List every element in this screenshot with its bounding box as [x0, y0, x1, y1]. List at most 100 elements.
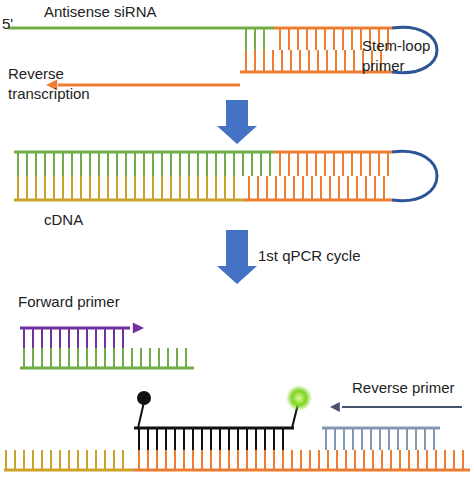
- base-pair-tick: [237, 428, 239, 450]
- base-pair-tick: [360, 152, 362, 176]
- base-pair-tick: [306, 28, 308, 50]
- base-pair-tick: [71, 152, 73, 176]
- base-pair-tick: [77, 450, 79, 470]
- base-pair-tick: [324, 28, 326, 50]
- base-pair-tick: [343, 428, 345, 450]
- base-pair-tick: [17, 152, 19, 176]
- base-pair-tick: [104, 450, 106, 470]
- base-pair-tick: [185, 348, 187, 368]
- base-pair-tick: [308, 50, 310, 72]
- base-pair-tick: [248, 176, 250, 200]
- base-pair-tick: [324, 152, 326, 176]
- fluorophore: [286, 385, 312, 411]
- strand-label: Antisense siRNA: [44, 2, 184, 22]
- base-pair-tick: [80, 176, 82, 200]
- base-pair-tick: [370, 428, 372, 450]
- base-pair-tick: [161, 176, 163, 200]
- base-pair-tick: [95, 450, 97, 470]
- base-pair-tick: [170, 152, 172, 176]
- base-pair-tick: [327, 450, 329, 470]
- base-pair-tick: [351, 28, 353, 50]
- base-pair-tick: [351, 152, 353, 176]
- base-pair-tick: [315, 152, 317, 176]
- base-pair-tick: [62, 176, 64, 200]
- base-pair-tick: [113, 348, 115, 368]
- base-pair-tick: [347, 176, 349, 200]
- dna-strand: [20, 367, 194, 370]
- base-pair-tick: [140, 348, 142, 368]
- base-pair-tick: [86, 348, 88, 368]
- primer-label: Stem-loop primer: [362, 36, 474, 76]
- base-pair-tick: [360, 28, 362, 50]
- base-pair-tick: [206, 176, 208, 200]
- step-label: Reverse transcription: [8, 64, 104, 104]
- base-pair-tick: [176, 348, 178, 368]
- base-pair-tick: [242, 152, 244, 176]
- base-pair-tick: [397, 428, 399, 450]
- base-pair-tick: [98, 152, 100, 176]
- base-pair-tick: [255, 428, 257, 450]
- base-pair-tick: [390, 450, 392, 470]
- base-pair-tick: [293, 176, 295, 200]
- dna-strand: [8, 27, 274, 30]
- base-pair-tick: [344, 50, 346, 72]
- base-pair-tick: [35, 152, 37, 176]
- dna-strand: [14, 199, 244, 202]
- base-pair-tick: [453, 450, 455, 470]
- step-arrow: [217, 230, 257, 284]
- base-pair-tick: [183, 450, 185, 470]
- base-pair-tick: [246, 450, 248, 470]
- base-pair-tick: [387, 152, 389, 176]
- base-pair-tick: [77, 348, 79, 368]
- base-pair-tick: [125, 152, 127, 176]
- base-pair-tick: [32, 450, 34, 470]
- base-pair-tick: [306, 152, 308, 176]
- base-pair-tick: [26, 176, 28, 200]
- base-pair-tick: [197, 152, 199, 176]
- base-pair-tick: [233, 176, 235, 200]
- base-pair-tick: [408, 450, 410, 470]
- base-pair-tick: [255, 450, 257, 470]
- base-pair-tick: [86, 450, 88, 470]
- base-pair-tick: [50, 328, 52, 348]
- extension-arrow: [342, 406, 462, 408]
- base-pair-tick: [369, 152, 371, 176]
- base-pair-tick: [282, 428, 284, 450]
- base-pair-tick: [356, 176, 358, 200]
- step-arrow: [217, 100, 257, 144]
- base-pair-tick: [53, 152, 55, 176]
- base-pair-tick: [104, 348, 106, 368]
- base-pair-tick: [309, 450, 311, 470]
- base-pair-tick: [161, 152, 163, 176]
- base-pair-tick: [152, 176, 154, 200]
- base-pair-tick: [317, 50, 319, 72]
- base-pair-tick: [257, 176, 259, 200]
- base-pair-tick: [415, 428, 417, 450]
- base-pair-tick: [291, 450, 293, 470]
- base-pair-tick: [288, 28, 290, 50]
- base-pair-tick: [122, 450, 124, 470]
- strand-label: cDNA: [44, 210, 104, 230]
- base-pair-tick: [210, 450, 212, 470]
- base-pair-tick: [201, 450, 203, 470]
- base-pair-tick: [254, 50, 256, 72]
- dna-strand: [274, 27, 392, 30]
- base-pair-tick: [95, 328, 97, 348]
- base-pair-tick: [363, 450, 365, 470]
- reverse-primer-strand: [322, 427, 440, 430]
- arrowhead: [330, 402, 340, 412]
- base-pair-tick: [35, 176, 37, 200]
- base-pair-tick: [300, 450, 302, 470]
- base-pair-tick: [251, 152, 253, 176]
- base-pair-tick: [147, 428, 149, 450]
- base-pair-tick: [284, 176, 286, 200]
- base-pair-tick: [210, 428, 212, 450]
- base-pair-tick: [245, 28, 247, 50]
- base-pair-tick: [197, 176, 199, 200]
- base-pair-tick: [326, 50, 328, 72]
- base-pair-tick: [149, 348, 151, 368]
- base-pair-tick: [260, 152, 262, 176]
- base-pair-tick: [266, 176, 268, 200]
- base-pair-tick: [338, 176, 340, 200]
